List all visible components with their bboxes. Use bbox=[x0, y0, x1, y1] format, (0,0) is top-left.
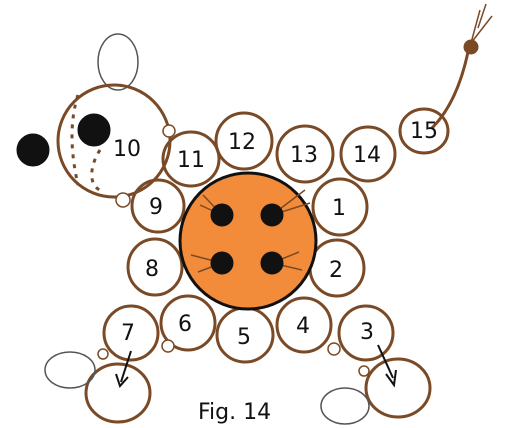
bead-label: 7 bbox=[121, 321, 135, 346]
arrow-icon bbox=[115, 344, 397, 388]
bead-label: 2 bbox=[329, 258, 343, 283]
string-end-icon bbox=[470, 3, 493, 44]
bead-15 bbox=[398, 107, 450, 155]
bead-label: 10 bbox=[113, 137, 141, 162]
paw-shadow bbox=[44, 351, 96, 389]
bead-label: 1 bbox=[332, 196, 346, 221]
connector-dot bbox=[358, 365, 370, 377]
bead-label: 6 bbox=[178, 312, 192, 337]
figure-caption: Fig. 14 bbox=[198, 400, 271, 425]
bead-label: 3 bbox=[360, 320, 374, 345]
bead-13 bbox=[275, 124, 335, 184]
nose-icon bbox=[16, 133, 50, 167]
head-seam bbox=[70, 94, 102, 192]
eye-icon bbox=[77, 113, 111, 147]
bead-label: 12 bbox=[228, 130, 256, 155]
paw-shadow bbox=[320, 387, 370, 425]
bead-label: 8 bbox=[145, 257, 159, 282]
bead-3 bbox=[337, 304, 395, 362]
bead-8 bbox=[126, 237, 184, 297]
connector-dot bbox=[161, 339, 175, 353]
bead-label: 9 bbox=[149, 195, 163, 220]
connector-dot bbox=[162, 124, 176, 138]
bead-7 bbox=[102, 304, 160, 362]
bead-label: 4 bbox=[296, 314, 310, 339]
button-hole bbox=[260, 251, 284, 275]
tail-icon bbox=[430, 51, 470, 130]
bead-label: 13 bbox=[290, 143, 318, 168]
button-icon bbox=[178, 171, 318, 311]
bead-9 bbox=[130, 178, 186, 234]
bead-label: 14 bbox=[353, 143, 381, 168]
ear-icon bbox=[97, 33, 139, 91]
button-hole bbox=[210, 203, 234, 227]
button-hole bbox=[210, 251, 234, 275]
bead-label: 15 bbox=[410, 119, 438, 144]
paw-icon bbox=[364, 357, 432, 419]
bead-label: 11 bbox=[177, 148, 205, 173]
bead-11 bbox=[161, 130, 221, 188]
bead-label: 5 bbox=[237, 325, 251, 350]
bead-4 bbox=[275, 296, 333, 354]
connector-dot bbox=[327, 342, 341, 356]
bead-1 bbox=[311, 177, 369, 237]
bead-labels: 1 2 3 4 5 6 7 8 9 10 11 12 13 14 15 bbox=[113, 119, 438, 350]
paw-icon bbox=[84, 362, 152, 424]
bead-14 bbox=[339, 125, 397, 183]
connector-dot bbox=[97, 348, 109, 360]
bead-6 bbox=[159, 294, 217, 352]
button-hole bbox=[260, 203, 284, 227]
bead-12 bbox=[214, 111, 274, 171]
connector-dot bbox=[115, 192, 131, 208]
button-threads bbox=[190, 189, 311, 273]
